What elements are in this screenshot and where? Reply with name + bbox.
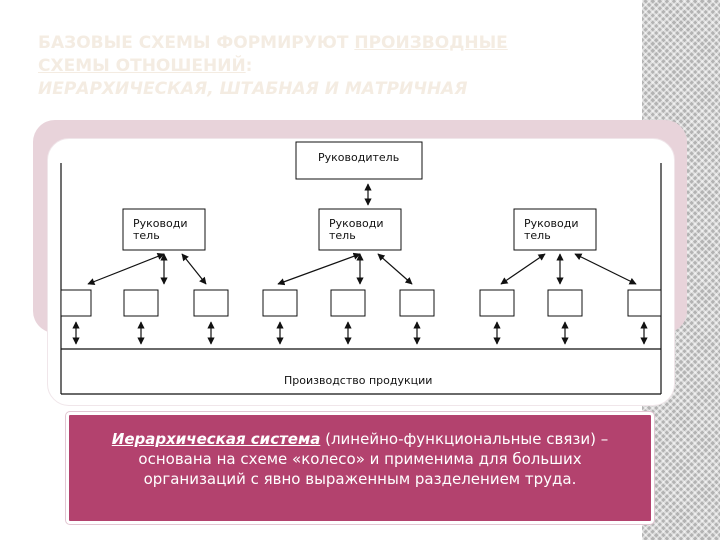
title-line-3: иерархическая, штабная и матричная (38, 79, 468, 99)
mid-manager-box (318, 208, 402, 251)
title-link-derived: производные (354, 33, 508, 53)
arrow-mid-worker (500, 253, 546, 285)
mid-manager-label: тель (329, 229, 356, 242)
worker-box (330, 289, 366, 317)
worker-box (399, 289, 435, 317)
slide-title: Базовые схемы формируют производные схем… (38, 32, 618, 101)
top-manager-box (295, 141, 423, 180)
arrow-mid-worker (574, 253, 637, 285)
production-label: Производство продукции (284, 374, 432, 387)
worker-box (627, 289, 662, 317)
arrow-mid-worker (277, 252, 361, 286)
worker-box (123, 289, 159, 317)
arrow-mid-worker (377, 253, 413, 285)
caption-lead: Иерархическая система (111, 430, 321, 448)
title-line-1: Базовые схемы формируют производные (38, 32, 618, 55)
worker-box (193, 289, 229, 317)
title-colon: : (245, 56, 253, 76)
mid-manager-label: Руководи (329, 217, 383, 230)
mid-manager-label: тель (133, 229, 160, 242)
mid-manager-box (513, 208, 597, 251)
worker-box (547, 289, 583, 317)
worker-box (262, 289, 298, 317)
mid-manager-label: Руководи (133, 217, 187, 230)
mid-manager-label: тель (524, 229, 551, 242)
worker-box (60, 289, 92, 317)
arrow-mid-worker (87, 253, 165, 285)
title-link-relations: схемы отношений (38, 56, 246, 76)
mid-manager-box (122, 208, 206, 251)
title-line-2: схемы отношений: (38, 55, 618, 78)
arrow-mid-worker (181, 253, 207, 285)
worker-box (479, 289, 515, 317)
title-text: Базовые схемы формируют (38, 33, 355, 53)
mid-manager-label: Руководи (524, 217, 578, 230)
top-manager-label: Руководитель (318, 151, 399, 164)
caption-text: (линейно-функциональные связи) – основан… (138, 430, 609, 488)
caption-box: Иерархическая система (линейно-функциона… (65, 411, 655, 525)
